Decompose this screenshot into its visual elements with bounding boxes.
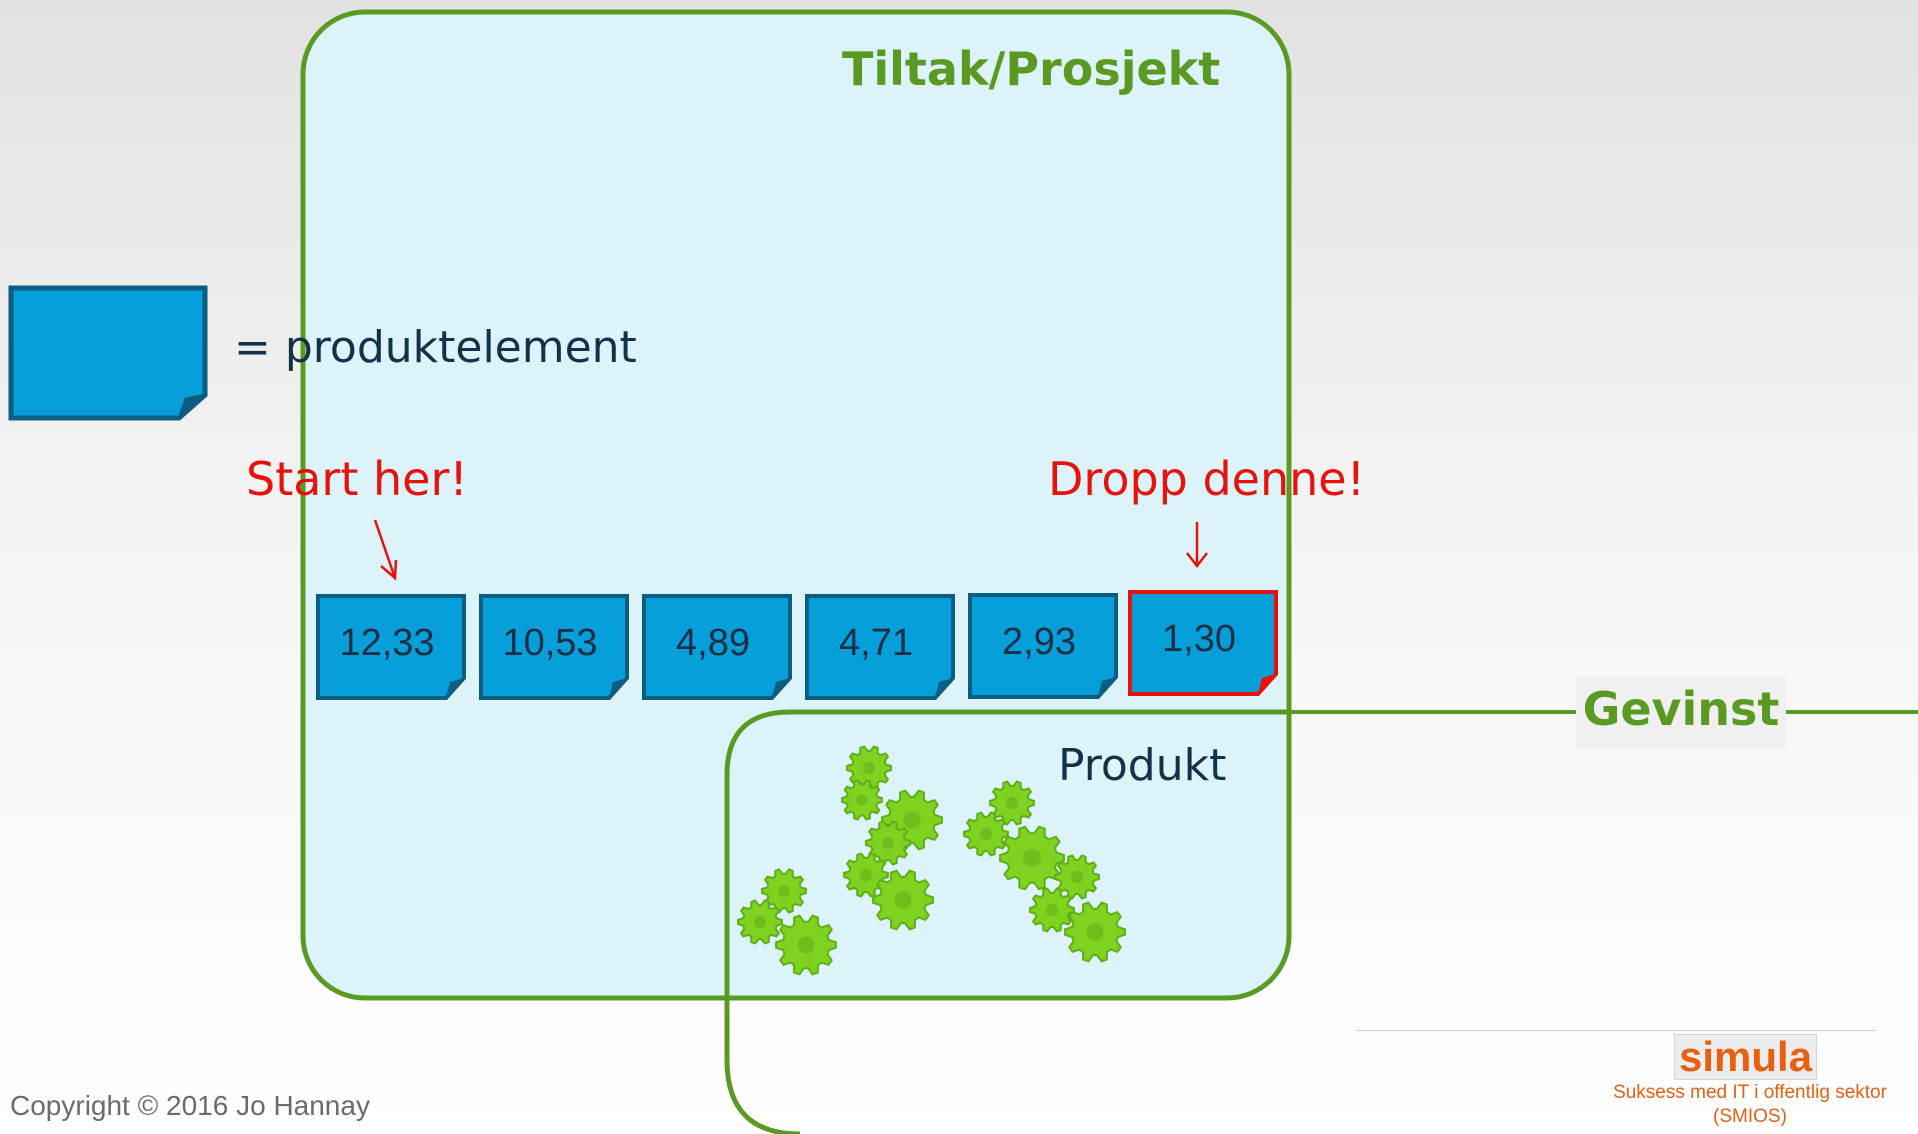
product-element-4: 4,71 — [805, 594, 955, 700]
product-element-6-dropped: 1,30 — [1128, 590, 1278, 696]
simula-logo: simula — [1674, 1034, 1818, 1080]
start-arrow-icon — [373, 519, 398, 581]
product-element-value: 1,30 — [1162, 618, 1236, 660]
drop-annotation: Dropp denne! — [1048, 452, 1366, 506]
product-element-3: 4,89 — [642, 594, 792, 700]
start-annotation: Start her! — [246, 452, 468, 506]
gear-hub-icon — [1023, 849, 1041, 867]
gear-hub-icon — [881, 836, 895, 850]
legend-sticky-note-icon — [8, 285, 208, 421]
product-element-value: 4,89 — [676, 622, 750, 664]
legend-label: = produktelement — [234, 322, 637, 373]
gear-hub-icon — [862, 761, 876, 775]
product-title: Produkt — [1058, 740, 1227, 791]
gear-hub-icon — [777, 884, 791, 898]
gear-hub-icon — [797, 936, 815, 954]
gear-hub-icon — [894, 891, 912, 909]
gear-hub-icon — [1045, 903, 1059, 917]
product-element-value: 4,71 — [839, 622, 913, 664]
gears-group — [737, 745, 1126, 976]
product-box — [724, 709, 1289, 1134]
product-element-value: 10,53 — [502, 622, 598, 664]
footer-divider — [1356, 1030, 1876, 1031]
gear-hub-icon — [903, 811, 921, 829]
product-element-1: 12,33 — [316, 594, 466, 700]
tagline-abbreviation: (SMIOS) — [1713, 1106, 1787, 1127]
tagline: Suksess med IT i offentlig sektor — [1613, 1082, 1887, 1103]
gear-hub-icon — [979, 827, 993, 841]
benefit-label-background — [1576, 678, 1786, 748]
product-element-value: 12,33 — [339, 622, 435, 664]
gear-hub-icon — [753, 915, 767, 929]
gear-hub-icon — [859, 868, 873, 882]
gear-hub-icon — [1070, 870, 1084, 884]
gear-hub-icon — [856, 794, 868, 806]
product-element-2: 10,53 — [479, 594, 629, 700]
gears-icon — [737, 745, 1126, 976]
product-element-value: 2,93 — [1002, 621, 1076, 663]
product-element-5: 2,93 — [968, 593, 1118, 699]
project-title: Tiltak/Prosjekt — [842, 42, 1221, 96]
project-box — [300, 9, 1292, 1001]
copyright-text: Copyright © 2016 Jo Hannay — [10, 1090, 370, 1121]
gear-hub-icon — [1086, 923, 1104, 941]
drop-arrow-icon — [1186, 522, 1208, 569]
gear-hub-icon — [1005, 796, 1019, 810]
benefit-label: Gevinst — [1582, 682, 1780, 736]
